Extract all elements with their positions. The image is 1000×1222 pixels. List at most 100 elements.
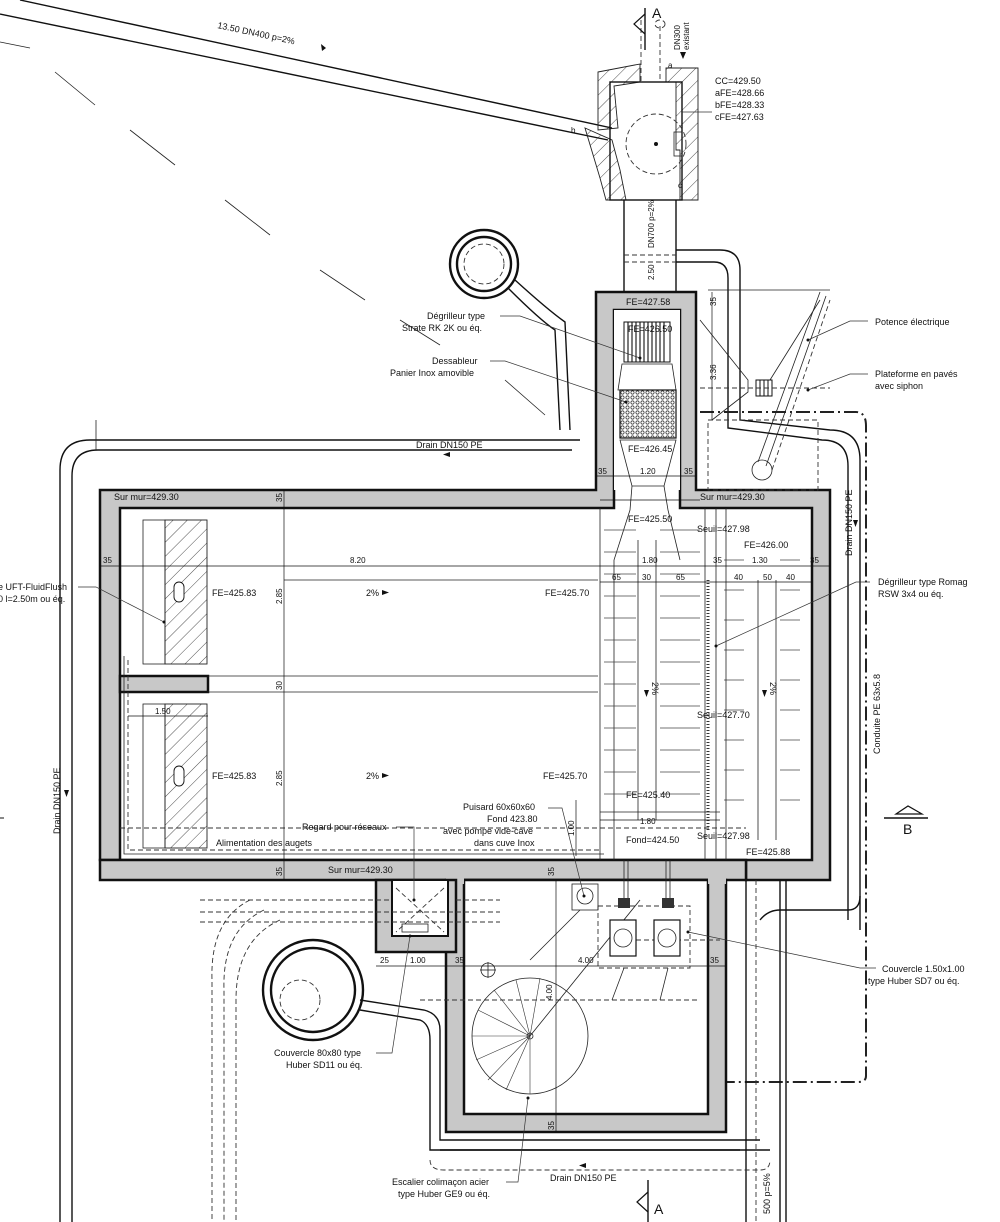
level-cc: CC=429.50 bbox=[715, 76, 761, 86]
dim-2-85-top: 2.85 bbox=[275, 588, 284, 604]
level-fe-425-83-bottom: FE=425.83 bbox=[212, 771, 256, 781]
callout-degrilleur-romag: Dégrilleur type Romag RSW 3x4 ou éq. bbox=[714, 577, 968, 648]
dim-30-partition: 30 bbox=[275, 681, 284, 690]
dim-1-50: 1.50 bbox=[155, 707, 171, 716]
callout-line: Plateforme en pavés bbox=[875, 369, 958, 379]
callout-couvercle-150: Couvercle 1.50x1.00 type Huber SD7 ou éq… bbox=[686, 930, 965, 986]
level-fe-425-70-bottom: FE=425.70 bbox=[543, 771, 587, 781]
inlet-chamber: a b c CC=429.50 aFE=428.66 bFE=428.33 cF… bbox=[571, 61, 764, 201]
manhole-bottom bbox=[261, 938, 770, 1151]
dim-2-85-bottom: 2.85 bbox=[275, 770, 284, 786]
point-b-label: b bbox=[571, 126, 576, 135]
callout-line: avec siphon bbox=[875, 381, 923, 391]
chamber-levels: CC=429.50 aFE=428.66 bFE=428.33 cFE=427.… bbox=[715, 76, 764, 122]
dim-35-grit-left: 35 bbox=[598, 467, 607, 476]
level-seuil-427-98-top: Seuil=427.98 bbox=[697, 524, 750, 534]
dim-35-pump-wall: 35 bbox=[547, 867, 556, 876]
dim-65-a: 65 bbox=[612, 573, 621, 582]
dim-35-regard: 35 bbox=[455, 956, 464, 965]
flow-arrow-icon bbox=[680, 52, 686, 59]
callout-regard: Regard pour réseaux bbox=[302, 822, 416, 902]
callout-line: Couvercle 80x80 type bbox=[274, 1048, 361, 1058]
dim-1-80-top: 1.80 bbox=[642, 556, 658, 565]
dim-4-00: 4.00 bbox=[578, 956, 594, 965]
network-lines bbox=[200, 899, 720, 1222]
level-fe-426-00: FE=426.00 bbox=[744, 540, 788, 550]
callout-line: Couvercle 1.50x1.00 bbox=[882, 964, 965, 974]
dim-1-30: 1.30 bbox=[752, 556, 768, 565]
level-bfe: bFE=428.33 bbox=[715, 100, 764, 110]
drain-bottom-label: Drain DN150 PE bbox=[550, 1173, 617, 1183]
building-walls bbox=[98, 290, 832, 882]
dim-35-top-wall: 35 bbox=[275, 493, 284, 502]
main-pipe-length: 2.50 bbox=[647, 264, 656, 280]
section-marker-a-top: A bbox=[633, 5, 662, 50]
section-b-label: B bbox=[903, 821, 912, 837]
callout-line: Dessableur bbox=[432, 356, 478, 366]
auget-top bbox=[142, 519, 208, 665]
existing-label: existant bbox=[682, 22, 691, 50]
slope-channel-right: 2% bbox=[768, 682, 778, 695]
callout-alimentation: Alimentation des augets bbox=[216, 838, 313, 848]
flow-arrow-icon bbox=[443, 452, 450, 457]
level-sur-mur-1: Sur mur=429.30 bbox=[114, 492, 179, 502]
dim-65-b: 65 bbox=[676, 573, 685, 582]
callout-line: 0 l=2.50m ou éq. bbox=[0, 594, 65, 604]
slope-arrow-icon bbox=[644, 690, 649, 697]
auget-supply-line-outer bbox=[123, 656, 604, 855]
level-seuil-427-70: Seuil=427.70 bbox=[697, 710, 750, 720]
flow-arrow-icon bbox=[853, 520, 858, 527]
callout-line: Huber SD11 ou éq. bbox=[286, 1060, 362, 1070]
slope-bottom: 2% bbox=[366, 771, 379, 781]
flow-arrow-icon bbox=[64, 790, 69, 797]
callout-line: Strate RK 2K ou éq. bbox=[402, 323, 482, 333]
callout-line: Potence électrique bbox=[875, 317, 950, 327]
level-sur-mur-2: Sur mur=429.30 bbox=[700, 492, 765, 502]
slope-arrow-icon bbox=[762, 690, 767, 697]
callout-line: e UFT-FluidFlush bbox=[0, 582, 67, 592]
callout-line: Escalier colimaçon acier bbox=[392, 1177, 489, 1187]
conduit-pe63: Conduite PE 63x5.8 bbox=[700, 411, 882, 1083]
spiral-stair bbox=[471, 899, 641, 1095]
section-arrow-icon bbox=[894, 805, 925, 815]
pump-room bbox=[444, 876, 728, 1134]
auget-supply-line bbox=[127, 660, 600, 851]
callout-line: Dégrilleur type Romag bbox=[878, 577, 968, 587]
callout-line: type Huber SD7 ou éq. bbox=[868, 976, 960, 986]
level-fe-426-50: FE=426.50 bbox=[628, 324, 672, 334]
dim-1-00-puisard: 1.00 bbox=[567, 820, 576, 836]
level-cfe: cFE=427.63 bbox=[715, 112, 764, 122]
callout-line: RSW 3x4 ou éq. bbox=[878, 589, 944, 599]
dim-35-mid: 35 bbox=[713, 556, 722, 565]
dim-40-a: 40 bbox=[734, 573, 743, 582]
channels bbox=[120, 508, 777, 860]
flow-arrow-icon bbox=[579, 1163, 586, 1168]
slope-channel-left: 2% bbox=[650, 682, 660, 695]
dim-25: 25 bbox=[380, 956, 389, 965]
callout-line: dans cuve Inox bbox=[474, 838, 535, 848]
dim-1-80-bottom: 1.80 bbox=[640, 817, 656, 826]
callout-escalier: Escalier colimaçon acier type Huber GE9 … bbox=[392, 1096, 530, 1199]
drain-top-label: Drain DN150 PE bbox=[416, 440, 483, 450]
callout-plateforme: Plateforme en pavés avec siphon bbox=[806, 369, 958, 392]
dim-1-00-regard: 1.00 bbox=[410, 956, 426, 965]
level-sur-mur-3: Sur mur=429.30 bbox=[328, 865, 393, 875]
level-seuil-427-98-bottom: Seuil=427.98 bbox=[697, 831, 750, 841]
drain-bottom: Drain DN150 PE bbox=[429, 1149, 771, 1183]
puisard bbox=[480, 883, 599, 978]
outlet-pipe-label: 500 p=5% bbox=[762, 1173, 772, 1214]
dim-1-20: 1.20 bbox=[640, 467, 656, 476]
point-a-label: a bbox=[668, 61, 673, 70]
dim-35-potence: 35 bbox=[709, 297, 718, 306]
main-pipe-dn700: 2.50 DN700 p=2% bbox=[623, 200, 677, 292]
slope-labels: 2% 2% 2% 2% bbox=[366, 588, 778, 781]
slope-arrow-icon bbox=[382, 773, 389, 778]
drain-loop: Drain DN150 PE Drain DN150 PE Drain DN15… bbox=[52, 249, 861, 1222]
level-fe-426-45: FE=426.45 bbox=[628, 444, 672, 454]
dimension-lines bbox=[100, 292, 830, 1132]
callout-dessableur: Dessableur Panier Inox amovible bbox=[390, 356, 628, 404]
level-fe-425-83-top: FE=425.83 bbox=[212, 588, 256, 598]
callout-puisard: Puisard 60x60x60 Fond 423.80 avec pompe … bbox=[443, 802, 586, 898]
dimension-labels: 35 8.20 35 35 1.80 1.30 65 30 65 40 50 4… bbox=[103, 297, 819, 1130]
